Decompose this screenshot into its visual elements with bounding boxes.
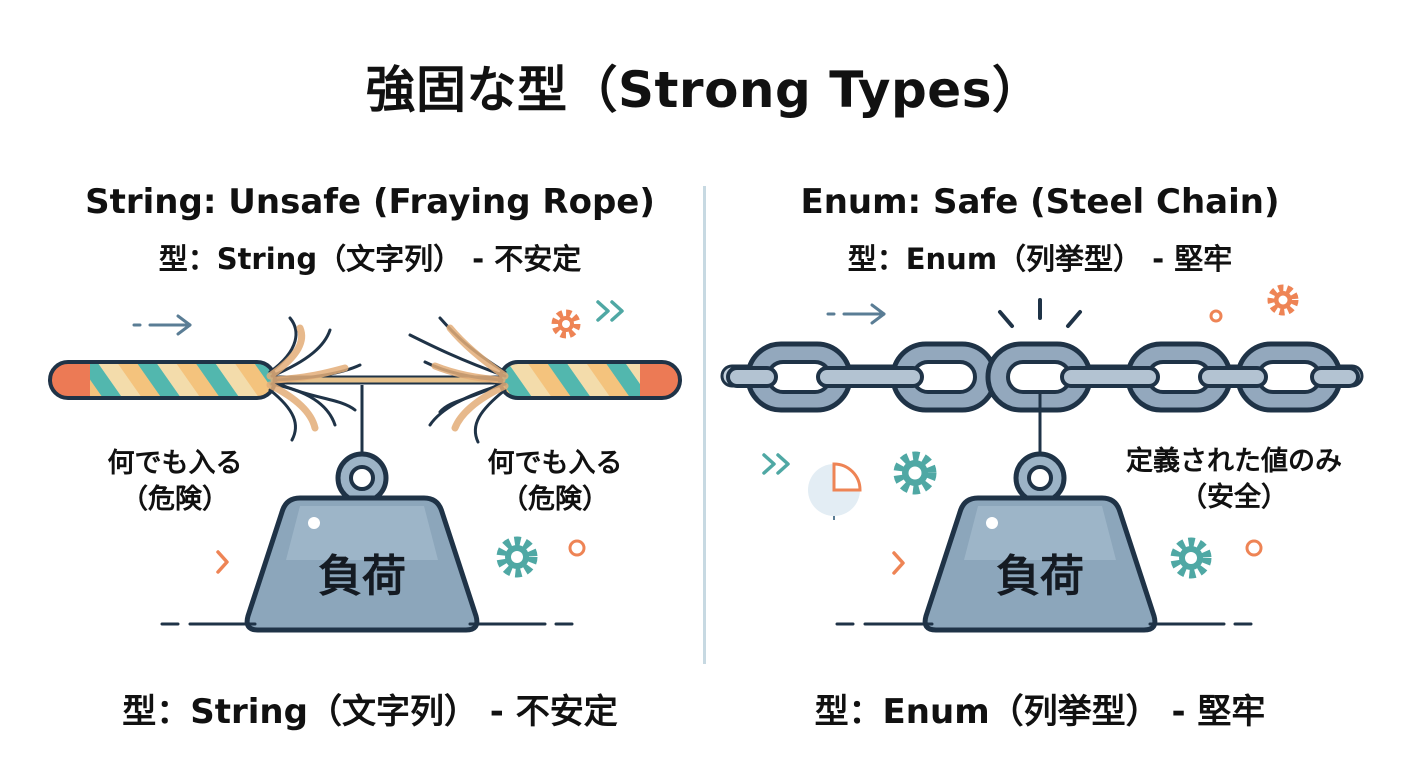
left-weight: [244, 451, 480, 633]
left-label-right-line1: 何でも入る: [487, 448, 623, 479]
chain-link-side: [1198, 366, 1268, 388]
left-panel-title: String: Unsafe (Fraying Rope): [85, 182, 655, 222]
rope-left-segment: [48, 360, 277, 400]
left-label-left-line2: （危険）: [121, 484, 229, 515]
left-weight-label: 負荷: [318, 551, 406, 602]
panel-divider: [703, 186, 706, 664]
chain-link-side: [816, 366, 924, 388]
chevron-icon: [892, 551, 905, 575]
chain: [726, 341, 1360, 413]
chain-link-side: [1060, 366, 1160, 388]
burst-lines-icon: [998, 298, 1082, 328]
left-label-right-line2: （危険）: [501, 484, 609, 515]
pie-chart-icon: [808, 462, 862, 520]
right-label-line2: （安全）: [1180, 482, 1288, 513]
gear-icon: [1267, 284, 1299, 316]
double-chevron-icon: [596, 300, 624, 322]
left-label-left: 何でも入る （危険）: [60, 446, 290, 518]
chain-link-side: [726, 366, 778, 388]
circle-icon: [1245, 539, 1263, 557]
fray-right-fill: [431, 324, 509, 432]
gear-icon: [1170, 537, 1212, 579]
right-weight: [922, 451, 1158, 633]
chain-link: [985, 341, 1093, 413]
main-title: 強固な型（Strong Types）: [365, 61, 1043, 119]
rope-right-segment: [498, 360, 682, 400]
chain-link: [890, 341, 998, 413]
chain-link-side: [1310, 366, 1360, 388]
gear-icon: [496, 536, 538, 578]
right-weight-label: 負荷: [996, 551, 1084, 602]
left-label-right: 何でも入る （危険）: [440, 446, 670, 518]
arrow-right-icon: [132, 314, 192, 336]
left-panel-subtitle: 型：String（文字列） - 不安定: [158, 242, 582, 276]
right-bottom-label: 型：Enum（列挙型） - 堅牢: [814, 692, 1266, 732]
arrow-right-icon: [826, 303, 886, 325]
right-panel-title: Enum: Safe (Steel Chain): [800, 182, 1280, 222]
gear-icon: [893, 451, 937, 495]
chevron-icon: [216, 550, 229, 574]
left-label-left-line1: 何でも入る: [107, 448, 243, 479]
gear-icon: [551, 309, 581, 339]
right-label-line1: 定義された値のみ: [1126, 446, 1342, 477]
fray-left-fill: [266, 324, 349, 432]
double-chevron-icon: [762, 453, 790, 475]
right-label: 定義された値のみ （安全）: [1084, 444, 1384, 516]
left-bottom-label: 型：String（文字列） - 不安定: [122, 692, 618, 732]
circle-icon: [568, 539, 586, 557]
right-panel-subtitle: 型：Enum（列挙型） - 堅牢: [847, 242, 1233, 276]
circle-icon: [1209, 309, 1223, 323]
